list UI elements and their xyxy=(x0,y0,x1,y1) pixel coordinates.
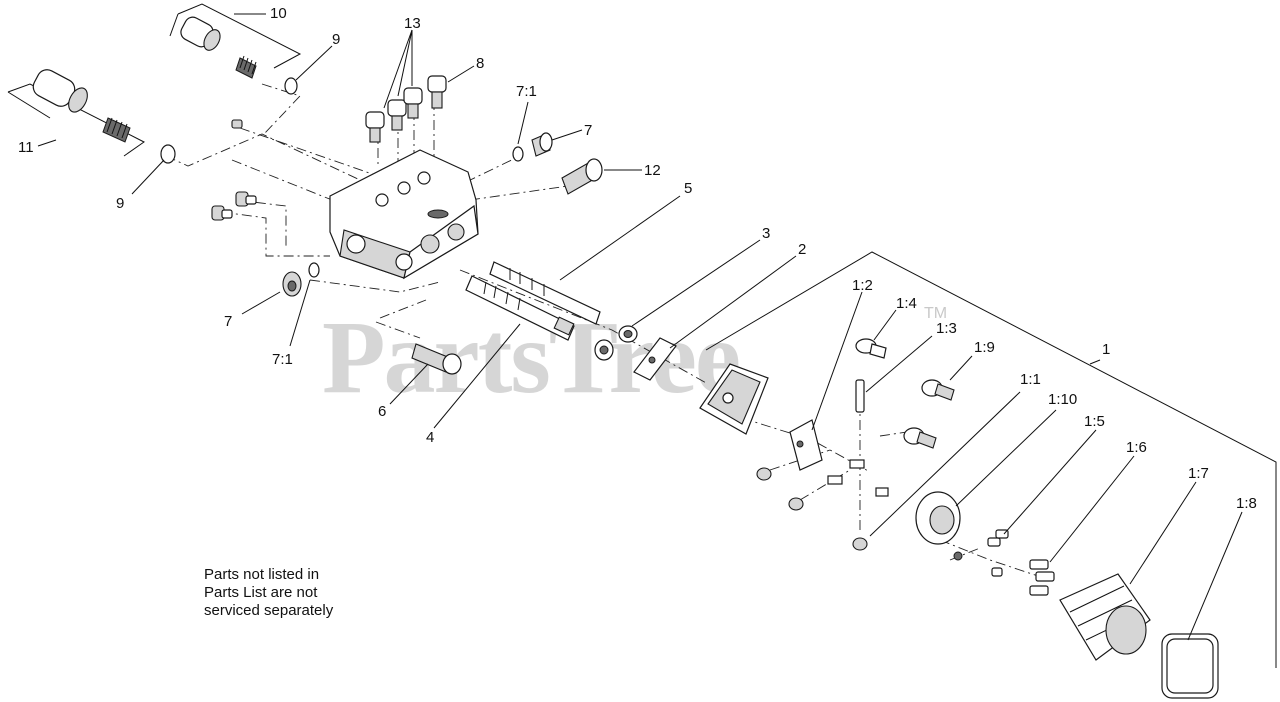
callout-2: 2 xyxy=(798,241,806,258)
part-13-relief-cartridges xyxy=(365,87,423,143)
callout-12: 12 xyxy=(644,162,661,179)
part-5-spool xyxy=(489,261,601,325)
callout-10: 10 xyxy=(270,5,287,22)
parts-note-line-2: Parts List are not xyxy=(204,584,318,601)
group-bracket-1 xyxy=(705,251,1277,668)
callout-4: 4 xyxy=(426,429,434,446)
callout-8: 8 xyxy=(476,55,484,72)
part-7-left-plug xyxy=(282,271,302,297)
callout-1-10: 1:10 xyxy=(1048,391,1077,408)
parts-note-line-3: serviced separately xyxy=(204,602,334,619)
part-4-spool xyxy=(465,275,575,341)
callout-7-left: 7 xyxy=(224,313,232,330)
callout-7-1-left: 7:1 xyxy=(272,351,293,368)
part-1-2-bracket xyxy=(789,419,823,471)
valve-body xyxy=(329,149,479,280)
callout-1-4: 1:4 xyxy=(896,295,917,312)
part-1-9-ball-joint xyxy=(903,379,955,449)
callout-7-top: 7 xyxy=(584,122,592,139)
callout-11: 11 xyxy=(18,139,34,156)
parts-note-line-1: Parts not listed in xyxy=(204,566,320,583)
part-nuts xyxy=(756,459,889,551)
callout-1-5: 1:5 xyxy=(1084,413,1105,430)
part-11-solenoid xyxy=(32,69,176,164)
part-10-solenoid xyxy=(180,16,298,95)
callout-13: 13 xyxy=(404,15,421,32)
part-7-1-top-oring xyxy=(512,146,524,162)
callout-1: 1 xyxy=(1102,341,1110,358)
callout-1-6: 1:6 xyxy=(1126,439,1147,456)
part-1-3-pin xyxy=(855,379,865,413)
callout-5: 5 xyxy=(684,180,692,197)
part-3-seal xyxy=(594,325,638,361)
callout-7-1-top: 7:1 xyxy=(516,83,537,100)
part-1-8-ring xyxy=(1161,633,1219,699)
callout-6: 6 xyxy=(378,403,386,420)
callout-3: 3 xyxy=(762,225,770,242)
callout-9-left: 9 xyxy=(116,195,124,212)
group-bracket-10 xyxy=(169,3,302,69)
callout-1-8: 1:8 xyxy=(1236,495,1257,512)
watermark-trademark: TM xyxy=(924,305,947,322)
callout-9-top: 9 xyxy=(332,31,340,48)
callout-labels: 10 9 13 8 7:1 7 12 11 9 5 3 2 1:2 1:4 1:… xyxy=(18,5,1257,512)
part-2-plate xyxy=(633,337,677,381)
group-bracket-11 xyxy=(7,83,145,157)
part-7-1-left-oring xyxy=(308,262,320,278)
part-screws xyxy=(987,529,1055,596)
part-1-7-boot xyxy=(1059,573,1151,661)
callout-1-3: 1:3 xyxy=(936,320,957,337)
callout-1-7: 1:7 xyxy=(1188,465,1209,482)
callout-1-1: 1:1 xyxy=(1020,371,1041,388)
part-7-top-plug xyxy=(531,132,553,157)
part-12-fitting xyxy=(561,158,603,195)
part-8-cartridge xyxy=(427,75,447,109)
callout-1-2: 1:2 xyxy=(852,277,873,294)
part-1-1-housing xyxy=(915,491,963,561)
part-6-fitting xyxy=(411,343,462,375)
part-end-cover xyxy=(699,363,769,435)
part-small-fittings-left xyxy=(211,119,257,221)
parts-note: Parts not listed in Parts List are not s… xyxy=(204,566,333,620)
leader-lines xyxy=(37,13,1243,641)
part-1-4-rod-end xyxy=(855,338,887,359)
callout-1-9: 1:9 xyxy=(974,339,995,356)
